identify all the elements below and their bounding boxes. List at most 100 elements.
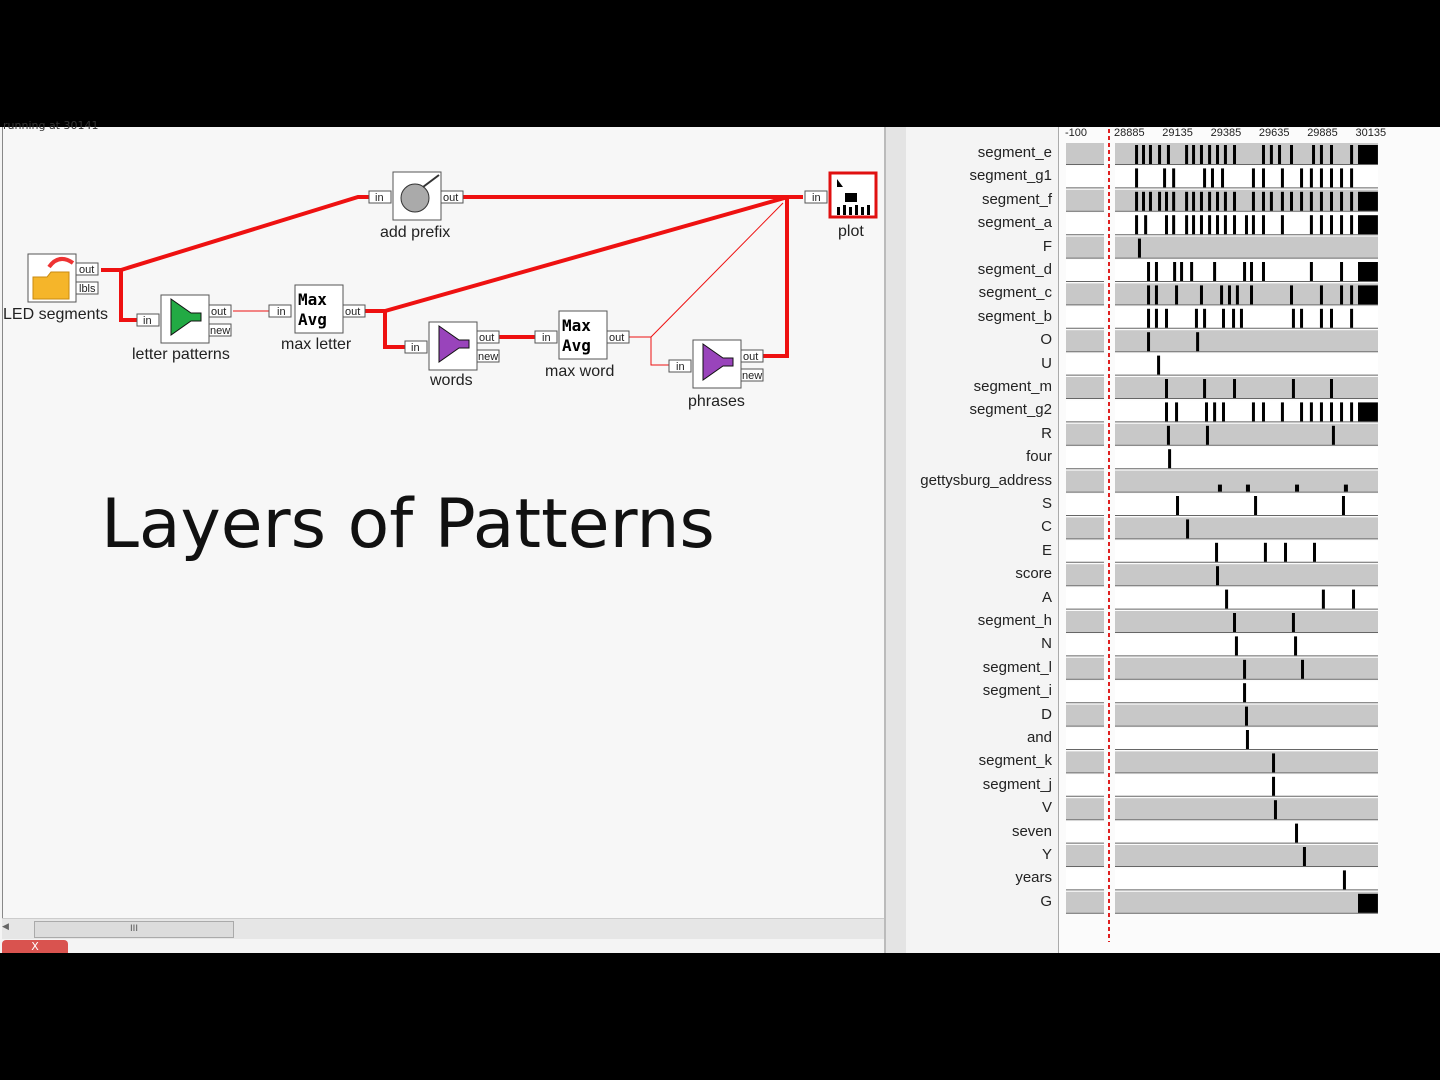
event-mark — [1185, 191, 1189, 211]
row-background — [1115, 189, 1378, 211]
svg-text:in: in — [143, 315, 152, 327]
row-pre-background — [1066, 681, 1104, 703]
event-mark — [1210, 168, 1214, 188]
event-block — [1358, 893, 1378, 913]
plot-icon — [837, 179, 870, 215]
event-mark — [1250, 262, 1254, 281]
event-mark — [1147, 262, 1151, 281]
event-mark — [1261, 402, 1265, 422]
event-mark — [1223, 191, 1227, 211]
patch-diagram: out lbls LED segments in out add prefix … — [3, 171, 878, 410]
event-mark — [1280, 402, 1284, 422]
svg-text:out: out — [443, 192, 458, 204]
wire-maxletter-to-words — [383, 311, 407, 349]
horizontal-scrollbar[interactable]: ◀ III — [2, 918, 884, 939]
close-tab-button[interactable]: X — [2, 940, 68, 953]
event-mark — [1254, 496, 1258, 515]
row-background — [1115, 306, 1378, 328]
row-background — [1115, 868, 1378, 890]
svg-text:new: new — [742, 370, 762, 382]
svg-text:out: out — [743, 351, 758, 363]
node-letter-patterns[interactable]: in out new letter patterns — [132, 294, 232, 363]
row-pre-background — [1066, 330, 1104, 352]
track-label: segment_f — [981, 190, 1052, 208]
slide-title: Layers of Patterns — [101, 485, 715, 564]
row-background — [1115, 423, 1378, 445]
event-mark — [1233, 379, 1237, 398]
row-pre-background — [1066, 798, 1104, 820]
track-label: segment_g1 — [969, 167, 1052, 185]
track-label: O — [1040, 331, 1052, 349]
event-mark — [1223, 145, 1227, 164]
event-mark — [1208, 191, 1212, 211]
event-mark — [1251, 402, 1255, 422]
svg-text:Avg: Avg — [562, 336, 591, 355]
event-mark — [1273, 800, 1277, 820]
node-words[interactable]: in out new words — [404, 321, 500, 389]
node-plot[interactable]: in plot — [804, 171, 878, 240]
row-pre-background — [1066, 306, 1104, 328]
event-mark — [1186, 519, 1190, 539]
event-mark — [1203, 308, 1207, 328]
event-mark — [1216, 191, 1220, 211]
row-background — [1115, 751, 1378, 773]
event-mark — [1272, 776, 1276, 796]
scroll-thumb[interactable]: III — [34, 921, 234, 938]
node-max-letter[interactable]: in Max Avg out max letter — [268, 284, 366, 353]
track-label: score — [1015, 565, 1052, 583]
event-mark — [1217, 484, 1222, 492]
node-label: phrases — [688, 393, 745, 410]
node-led-segments[interactable]: out lbls LED segments — [3, 253, 108, 323]
event-mark — [1309, 262, 1313, 281]
arrow-icon — [47, 256, 75, 269]
node-max-word[interactable]: in Max Avg out max word — [534, 310, 630, 380]
track-label: segment_e — [977, 144, 1052, 161]
row-background — [1115, 236, 1378, 258]
event-mark — [1319, 191, 1323, 211]
event-mark — [1165, 191, 1169, 211]
event-mark — [1147, 308, 1151, 328]
event-mark — [1269, 191, 1273, 211]
svg-text:out: out — [211, 306, 226, 318]
svg-text:in: in — [542, 332, 551, 344]
row-background — [1115, 798, 1378, 820]
event-mark — [1223, 215, 1227, 235]
event-mark — [1261, 262, 1265, 281]
row-pre-background — [1066, 845, 1104, 866]
row-pre-background — [1066, 377, 1104, 398]
event-mark — [1302, 847, 1306, 866]
event-mark — [1251, 215, 1255, 235]
event-mark — [1284, 542, 1288, 562]
status-text: running at 30141 — [3, 119, 99, 132]
event-mark — [1137, 238, 1141, 258]
event-mark — [1244, 215, 1248, 235]
event-mark — [1290, 191, 1294, 211]
event-mark — [1301, 659, 1305, 679]
event-mark — [1309, 402, 1313, 422]
event-mark — [1312, 145, 1316, 164]
event-mark — [1291, 308, 1295, 328]
event-mark — [1227, 285, 1231, 305]
svg-text:in: in — [812, 192, 821, 204]
event-mark — [1221, 308, 1225, 328]
event-mark — [1319, 402, 1323, 422]
event-mark — [1173, 262, 1177, 281]
event-mark — [1300, 168, 1304, 188]
event-mark — [1300, 191, 1304, 211]
scroll-left-arrow-icon[interactable]: ◀ — [2, 922, 9, 932]
row-background — [1115, 774, 1378, 796]
node-label: LED segments — [3, 306, 108, 323]
row-background — [1115, 494, 1378, 515]
event-mark — [1154, 262, 1158, 281]
row-background — [1115, 540, 1378, 562]
event-mark — [1245, 484, 1250, 492]
node-add-prefix[interactable]: in out add prefix — [368, 171, 464, 241]
event-mark — [1203, 168, 1207, 188]
node-phrases[interactable]: in out new phrases — [668, 339, 764, 410]
patch-canvas[interactable]: running at 30141 out lbls — [2, 119, 885, 919]
row-pre-background — [1066, 868, 1104, 890]
event-mark — [1208, 215, 1212, 235]
event-mark — [1165, 215, 1169, 235]
